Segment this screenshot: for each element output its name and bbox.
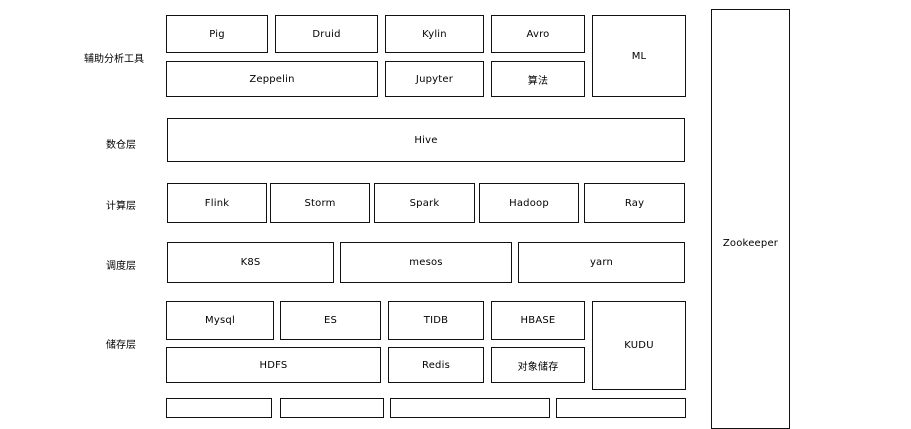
box-druid: Druid	[275, 15, 378, 53]
layer-label-storage: 储存层	[106, 340, 136, 351]
box-storm: Storm	[270, 183, 370, 223]
box-k8s: K8S	[167, 242, 334, 283]
box-algorithm: 算法	[491, 61, 585, 97]
architecture-diagram: 辅助分析工具 数仓层 计算层 调度层 储存层 Pig Druid Kylin A…	[84, 9, 790, 429]
box-flink: Flink	[167, 183, 267, 223]
box-kylin: Kylin	[385, 15, 484, 53]
box-spark: Spark	[374, 183, 475, 223]
box-zookeeper: Zookeeper	[711, 9, 790, 429]
box-jupyter: Jupyter	[385, 61, 484, 97]
box-ml: ML	[592, 15, 686, 97]
box-object-storage: 对象储存	[491, 347, 585, 383]
box-tidb: TIDB	[388, 301, 484, 340]
layer-label-compute: 计算层	[106, 201, 136, 212]
box-yarn: yarn	[518, 242, 685, 283]
box-zeppelin: Zeppelin	[166, 61, 378, 97]
box-hbase: HBASE	[491, 301, 585, 340]
box-hive: Hive	[167, 118, 685, 162]
box-mysql: Mysql	[166, 301, 274, 340]
box-pig: Pig	[166, 15, 268, 53]
box-hadoop: Hadoop	[479, 183, 579, 223]
box-hdfs: HDFS	[166, 347, 381, 383]
box-mesos: mesos	[340, 242, 512, 283]
box-partial-2	[280, 398, 384, 418]
box-partial-3	[390, 398, 550, 418]
box-kudu: KUDU	[592, 301, 686, 390]
box-ray: Ray	[584, 183, 685, 223]
box-redis: Redis	[388, 347, 484, 383]
layer-label-warehouse: 数仓层	[106, 140, 136, 151]
layer-label-tools: 辅助分析工具	[84, 54, 144, 65]
box-partial-4	[556, 398, 686, 418]
box-es: ES	[280, 301, 381, 340]
box-avro: Avro	[491, 15, 585, 53]
layer-label-schedule: 调度层	[106, 261, 136, 272]
box-partial-1	[166, 398, 272, 418]
